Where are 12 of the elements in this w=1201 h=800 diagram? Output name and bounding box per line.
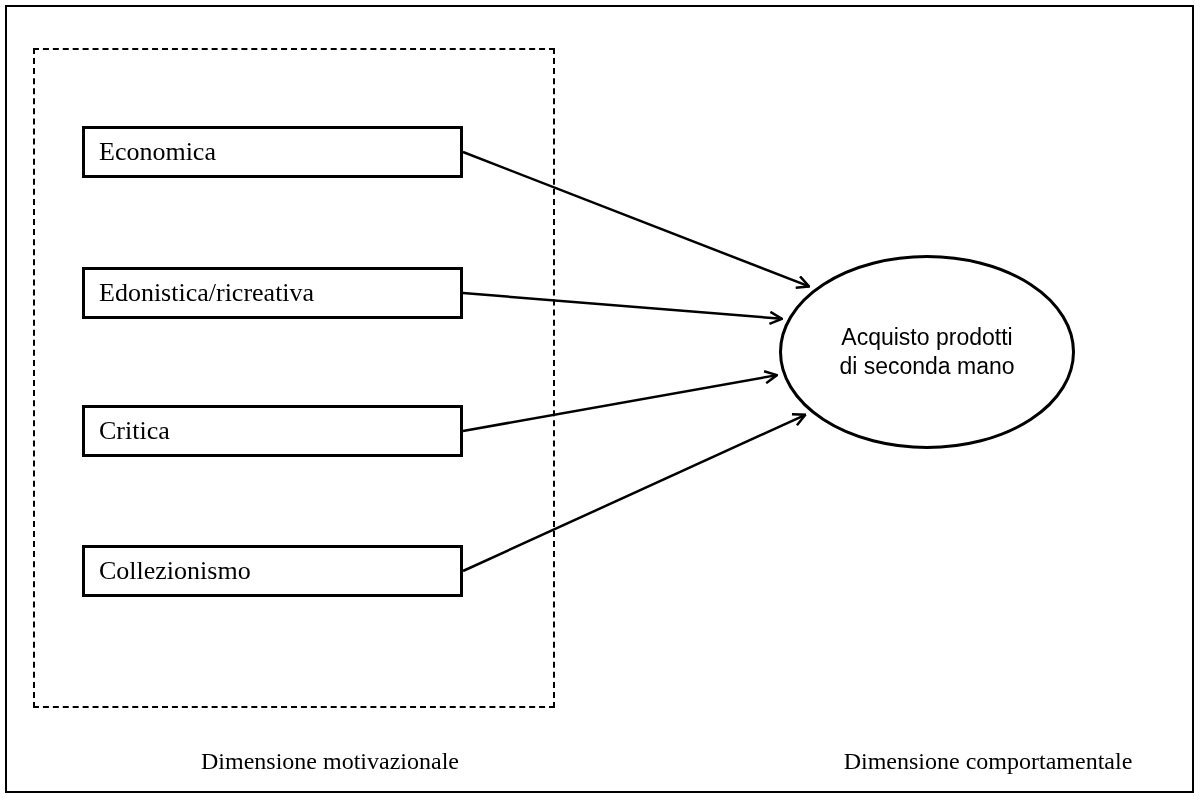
dimension-caption: Dimensione comportamentale <box>842 748 1134 775</box>
factor-box: Collezionismo <box>82 545 463 597</box>
arrow <box>462 413 807 573</box>
arrow <box>462 150 811 289</box>
dimension-caption: Dimensione motivazionale <box>200 748 460 775</box>
factor-box: Edonistica/ricreativa <box>82 267 463 319</box>
factor-box: Economica <box>82 126 463 178</box>
ellipse-node: Acquisto prodotti di seconda mano <box>779 255 1075 449</box>
arrow <box>462 370 779 433</box>
dashed-group-box <box>33 48 555 708</box>
arrow <box>462 291 784 326</box>
factor-box: Critica <box>82 405 463 457</box>
